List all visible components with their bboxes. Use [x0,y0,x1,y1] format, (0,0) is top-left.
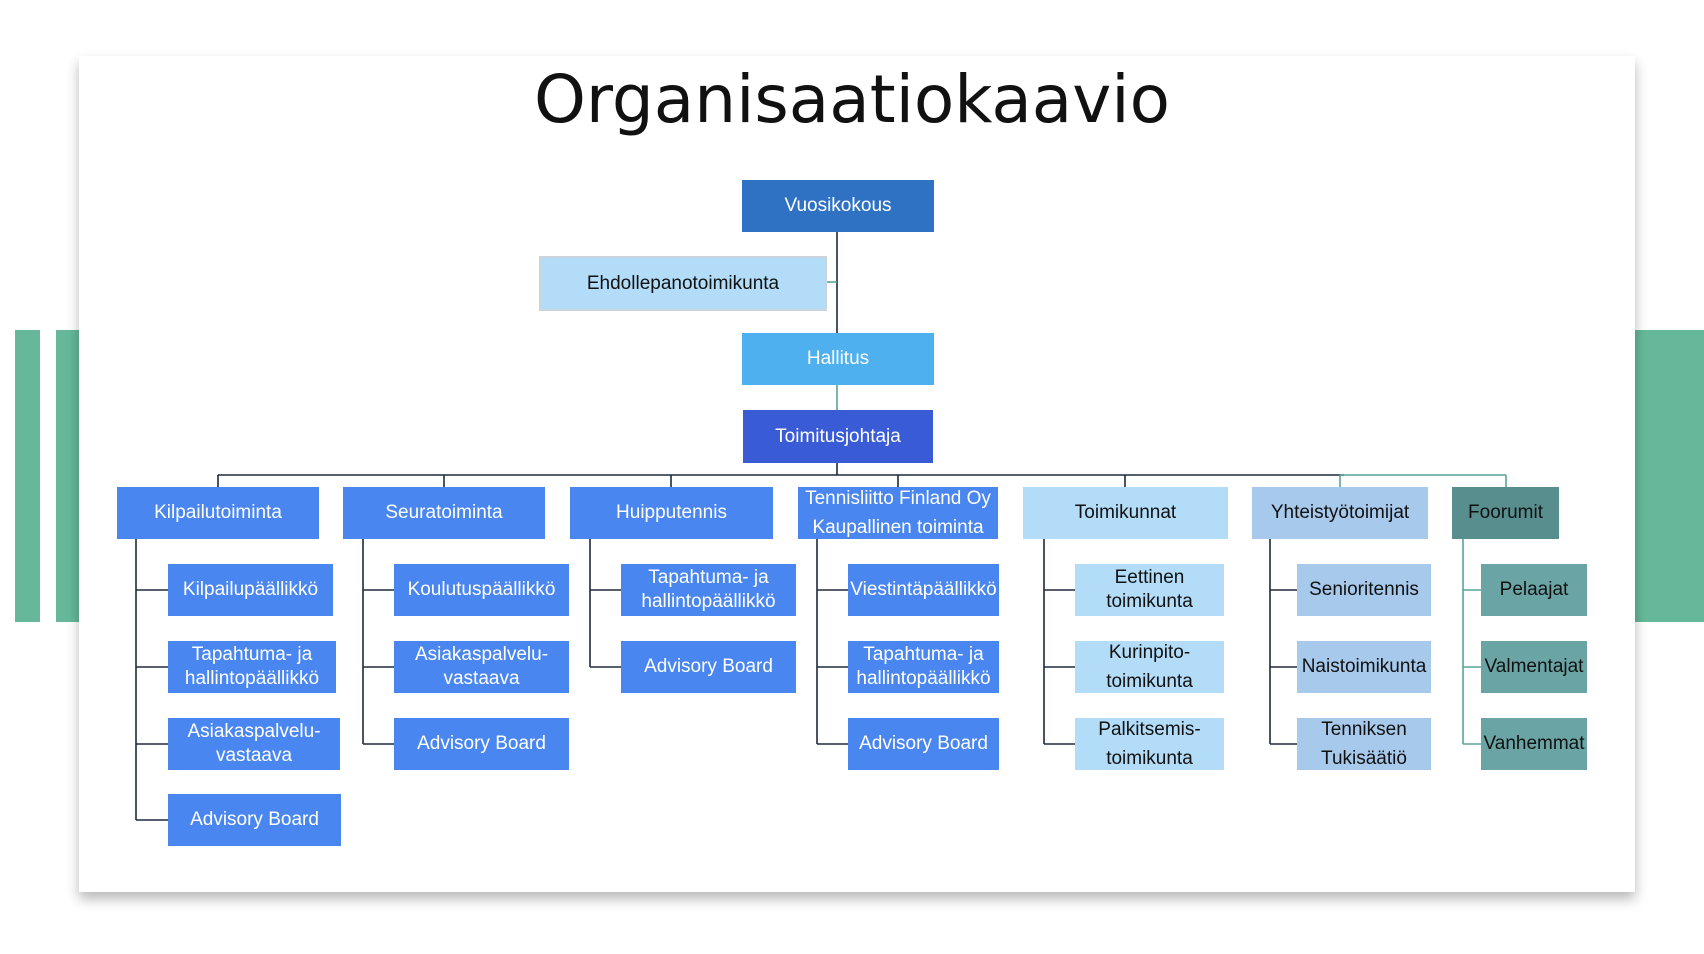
node-parents: Vanhemmat [1481,718,1587,770]
node-ethics-committee: Eettinen toimikunta [1075,564,1224,616]
node-communications-manager: Viestintäpäällikkö [848,564,999,616]
node-competition-customer-service: Asiakaspalvelu-vastaava [168,718,340,770]
column-head-tennisliitto-line2: Kaupallinen toiminta [812,517,984,538]
column-head-club-activities: Seuratoiminta [343,487,545,539]
node-board: Hallitus [742,333,934,385]
decor-bar-right [1635,330,1704,622]
node-elite-event-admin-manager: Tapahtuma- ja hallintopäällikkö [621,564,796,616]
node-awards-committee: Palkitsemis-toimikunta [1075,718,1224,770]
node-womens-committee: Naistoimikunta [1297,641,1431,693]
node-competition-manager: Kilpailupäällikkö [168,564,333,616]
page-title: Organisaatiokaavio [533,61,1171,138]
column-head-elite-tennis: Huipputennis [570,487,773,539]
node-competition-advisory-board: Advisory Board [168,794,341,846]
decor-bar-left-1 [15,330,40,622]
node-nomination-committee: Ehdollepanotoimikunta [539,256,827,311]
decor-bar-left-2 [56,330,79,622]
node-disciplinary-committee: Kurinpito-toimikunta [1075,641,1224,693]
node-club-customer-service: Asiakaspalvelu-vastaava [394,641,569,693]
node-commercial-event-admin-manager: Tapahtuma- ja hallintopäällikkö [848,641,999,693]
node-annual-meeting: Vuosikokous [742,180,934,232]
node-training-manager: Koulutuspäällikkö [394,564,569,616]
node-club-advisory-board: Advisory Board [394,718,569,770]
node-tennis-support-foundation: Tenniksen Tukisäätiö [1297,718,1431,770]
node-ceo: Toimitusjohtaja [743,410,933,463]
node-competition-event-admin-manager: Tapahtuma- ja hallintopäällikkö [168,641,336,693]
node-elite-advisory-board: Advisory Board [621,641,796,693]
column-head-forums: Foorumit [1452,487,1559,539]
column-head-competition: Kilpailutoiminta [117,487,319,539]
node-senior-tennis: Senioritennis [1297,564,1431,616]
column-head-partners: Yhteistyötoimijat [1252,487,1428,539]
node-coaches: Valmentajat [1481,641,1587,693]
column-head-tennisliitto-finland-oy: Tennisliitto Finland Oy Kaupallinen toim… [798,487,998,539]
column-head-committees: Toimikunnat [1023,487,1228,539]
column-head-tennisliitto-line1: Tennisliitto Finland Oy [805,487,991,509]
node-commercial-advisory-board: Advisory Board [848,718,999,770]
node-players: Pelaajat [1481,564,1587,616]
